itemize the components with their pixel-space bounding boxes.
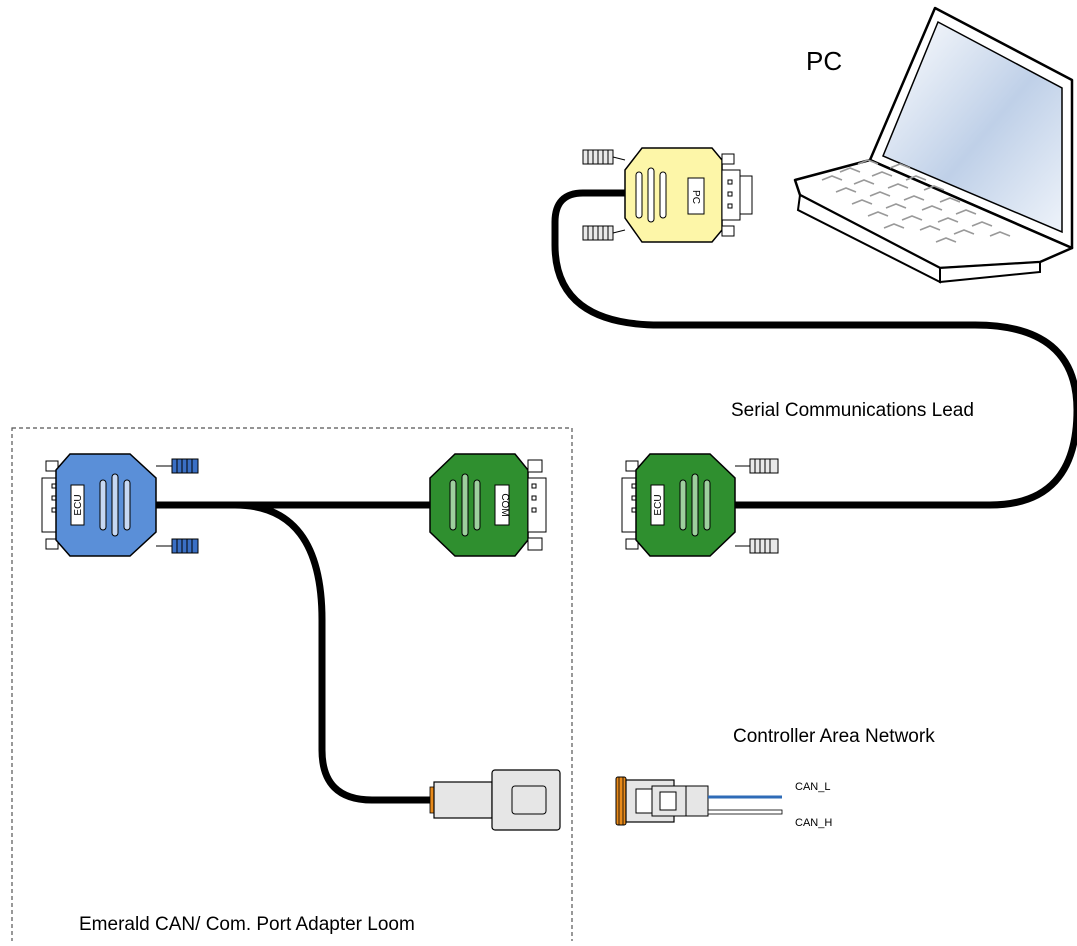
loom-com-connector-label: COM: [499, 493, 510, 516]
adapter-loom-label: Emerald CAN/ Com. Port Adapter Loom: [79, 914, 415, 935]
pc-connector-label: PC: [690, 190, 701, 204]
adapter-loom-boundary: [11, 427, 573, 946]
pc-connector: PC: [582, 147, 753, 243]
loom-com-connector: COM: [429, 453, 547, 557]
can-l-label: CAN_L: [795, 781, 831, 793]
lead-ecu-connector-label: ECU: [653, 494, 664, 515]
loom-ecu-connector: ECU: [41, 453, 199, 557]
loom-branch-cable: [234, 501, 430, 804]
laptop-icon: [793, 6, 1074, 284]
can-h-wire: [707, 809, 783, 815]
deutsch-plug-icon: [429, 769, 561, 831]
serial-lead-cable: [551, 189, 1077, 509]
can-h-label: CAN_H: [795, 817, 833, 829]
can-network-label: Controller Area Network: [733, 726, 935, 747]
pc-label: PC: [806, 46, 843, 76]
loom-ecu-connector-label: ECU: [73, 494, 84, 515]
can-network-plug: [615, 776, 783, 826]
serial-lead-label: Serial Communications Lead: [731, 400, 974, 421]
lead-ecu-connector: ECU: [621, 453, 779, 557]
